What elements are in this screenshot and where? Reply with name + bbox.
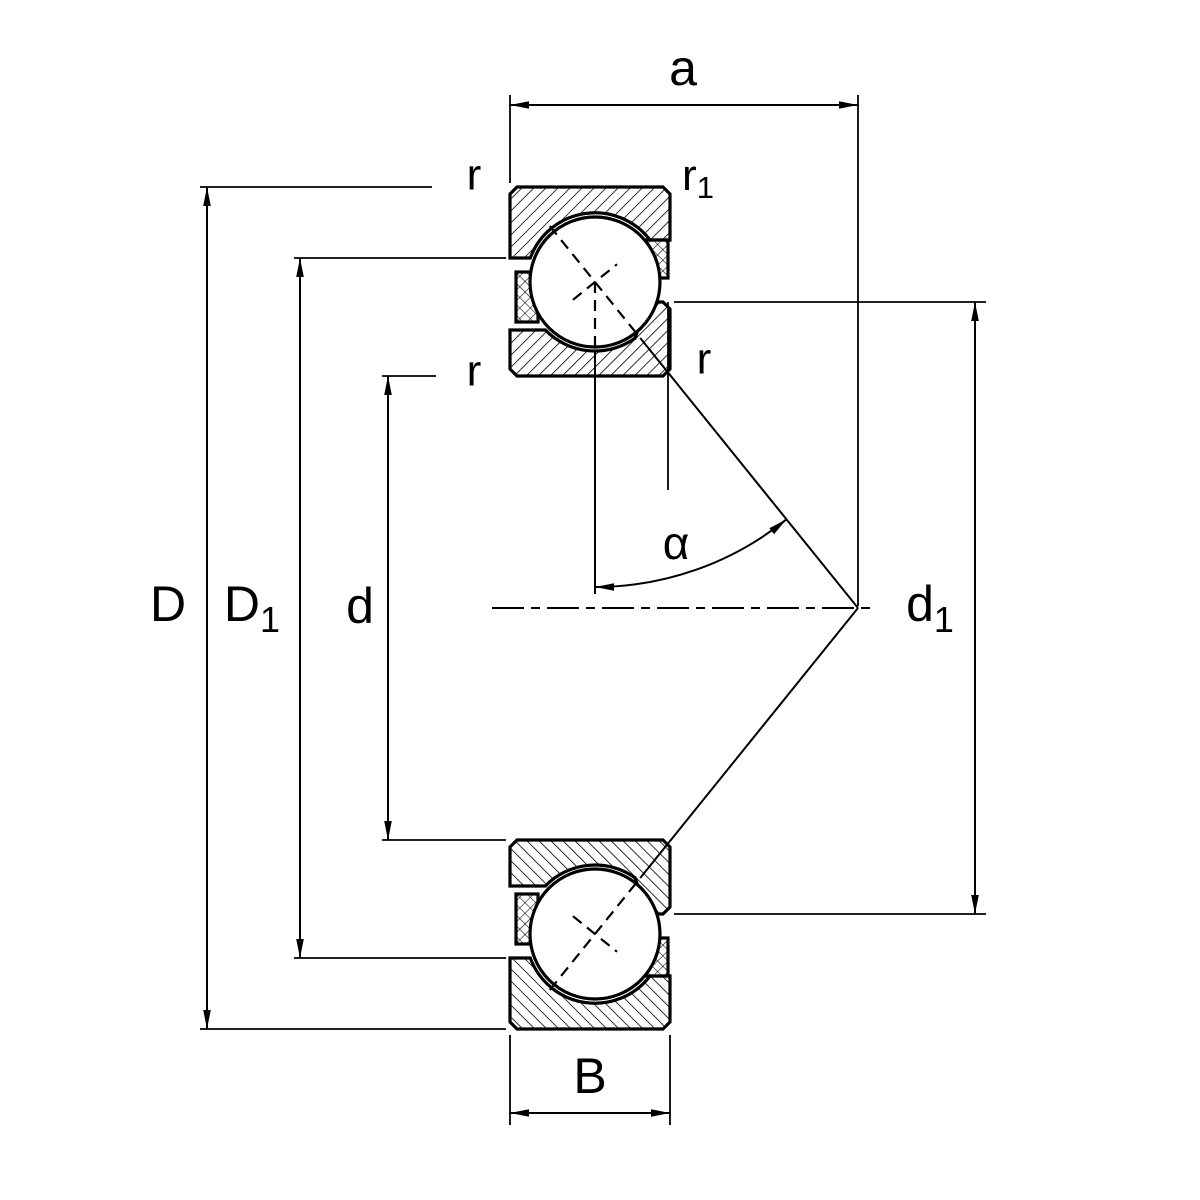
label-D: D: [150, 576, 186, 632]
dimension-D1: D1: [224, 257, 506, 959]
label-d1: d1: [906, 576, 954, 639]
label-alpha: α: [663, 517, 690, 569]
label-d: d: [346, 578, 374, 634]
dimension-D: D: [150, 186, 506, 1030]
dimension-a: a: [509, 40, 859, 606]
dimension-d1: d1: [674, 301, 986, 915]
label-B: B: [573, 1048, 606, 1104]
label-r1-outer-right: r1: [682, 151, 714, 206]
label-a: a: [669, 40, 697, 96]
contact-line-lower: [639, 607, 859, 879]
label-r-inner-left: r: [467, 347, 482, 396]
label-D1: D1: [224, 576, 280, 639]
dimension-d: d: [346, 375, 506, 841]
contact-line-upper: [639, 337, 859, 609]
label-r-inner-right: r: [697, 335, 712, 384]
label-r-outer-left: r: [467, 151, 482, 200]
dimension-B: B: [509, 1035, 671, 1125]
dimension-alpha: α: [594, 517, 788, 591]
